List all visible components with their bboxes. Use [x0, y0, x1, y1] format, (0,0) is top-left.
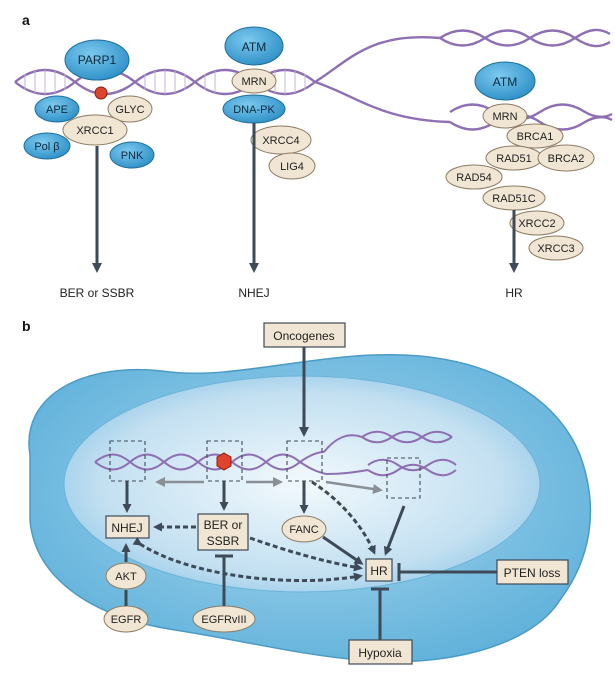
hr-site-box	[386, 457, 421, 499]
pnk-label: PNK	[121, 150, 144, 162]
xrcc3-protein	[528, 235, 584, 261]
nhej-box-label: NHEJ	[111, 521, 142, 535]
nhej-pathway-label: NHEJ	[238, 286, 269, 300]
brca1-protein	[506, 123, 564, 149]
dna-rungs-left	[24, 70, 306, 94]
panel-a-label: a	[22, 12, 30, 28]
xrcc1-protein	[62, 114, 128, 146]
polb-label: Pol β	[34, 141, 59, 153]
ber-pathway-label: BER or SSBR	[60, 286, 135, 300]
xrcc1-label: XRCC1	[76, 125, 113, 137]
mrn-label-nhej: MRN	[241, 76, 266, 88]
nhej-complex: ATM MRN DNA-PK XRCC4 LIG4	[222, 26, 316, 180]
mrn-label-hr: MRN	[492, 111, 517, 123]
atm-label-nhej: ATM	[242, 40, 266, 54]
egfr-label: EGFR	[111, 614, 142, 626]
ber-ssbr-label-line2: SSBR	[207, 534, 240, 548]
atm-protein-hr	[474, 61, 536, 101]
glyc-label: GLYC	[115, 104, 144, 116]
dna-helix-right-lower	[449, 103, 613, 131]
akt-label: AKT	[115, 571, 137, 583]
egfrviii-label: EGFRvIII	[201, 614, 246, 626]
lig4-label: LIG4	[280, 161, 304, 173]
glyc-protein	[107, 95, 153, 123]
oncogenes-label: Oncogenes	[273, 329, 334, 343]
brca2-label: BRCA2	[548, 153, 585, 165]
rad51-label: RAD51	[496, 153, 531, 165]
xrcc3-label: XRCC3	[537, 243, 574, 255]
hr-site-to-hr-arrow	[383, 505, 406, 556]
pnk-protein	[109, 141, 155, 169]
mrn-protein-hr	[482, 103, 528, 129]
parp1-protein	[64, 39, 130, 81]
akt-protein	[105, 562, 147, 590]
mrn-protein-nhej	[231, 68, 277, 94]
dna-helix-nucleus-right	[361, 430, 457, 477]
nhej-hr-dashed-arrow	[132, 536, 363, 583]
lig4-protein	[268, 152, 316, 180]
fanc-to-hr-arrow	[322, 535, 364, 565]
pten-loss-label: PTEN loss	[504, 566, 561, 580]
dna-helix-nucleus-left	[94, 451, 327, 475]
rad54-protein	[445, 164, 503, 190]
brca1-label: BRCA1	[517, 131, 554, 143]
nucleus	[63, 375, 541, 593]
xrcc2-protein	[509, 210, 565, 236]
ape-protein	[34, 95, 80, 123]
nhej-box	[105, 515, 150, 539]
panel-b-label: b	[22, 318, 31, 334]
fork-to-hr-dashed-arrow	[311, 480, 376, 555]
xrcc2-label: XRCC2	[518, 218, 555, 230]
hr-pathway-label: HR	[505, 286, 523, 300]
atm-label-hr: ATM	[493, 75, 517, 89]
lesion-icon	[94, 86, 108, 100]
rad51c-label: RAD51C	[492, 193, 535, 205]
hr-complex: ATM MRN BRCA1 RAD51 BRCA2 RAD54 RAD51C X…	[445, 61, 595, 261]
ber-complex: PARP1 APE GLYC Pol β PNK XRCC1	[23, 39, 155, 169]
grey-arrow-to-hr-site	[325, 480, 383, 494]
xrcc4-label: XRCC4	[262, 135, 299, 147]
xrcc4-protein	[250, 125, 312, 155]
polb-protein	[23, 132, 71, 160]
dnapk-label: DNA-PK	[233, 104, 275, 116]
brca2-protein	[537, 144, 595, 172]
dna-crossover	[314, 36, 451, 124]
ber-ssbr-label-line1: BER or	[204, 518, 243, 532]
oncogenes-box	[263, 322, 346, 348]
parp1-label: PARP1	[78, 53, 117, 67]
hypoxia-label: Hypoxia	[358, 646, 402, 660]
ape-label: APE	[46, 104, 68, 116]
dna-crossover-nucleus	[323, 434, 369, 475]
rad54-label: RAD54	[456, 172, 491, 184]
hr-box-label: HR	[370, 564, 388, 578]
fanc-label: FANC	[289, 524, 318, 536]
dna-helix-right-upper	[439, 28, 611, 48]
lesion-hexagon-icon	[216, 452, 232, 471]
atm-protein-nhej	[224, 26, 284, 66]
hr-box	[365, 558, 393, 582]
